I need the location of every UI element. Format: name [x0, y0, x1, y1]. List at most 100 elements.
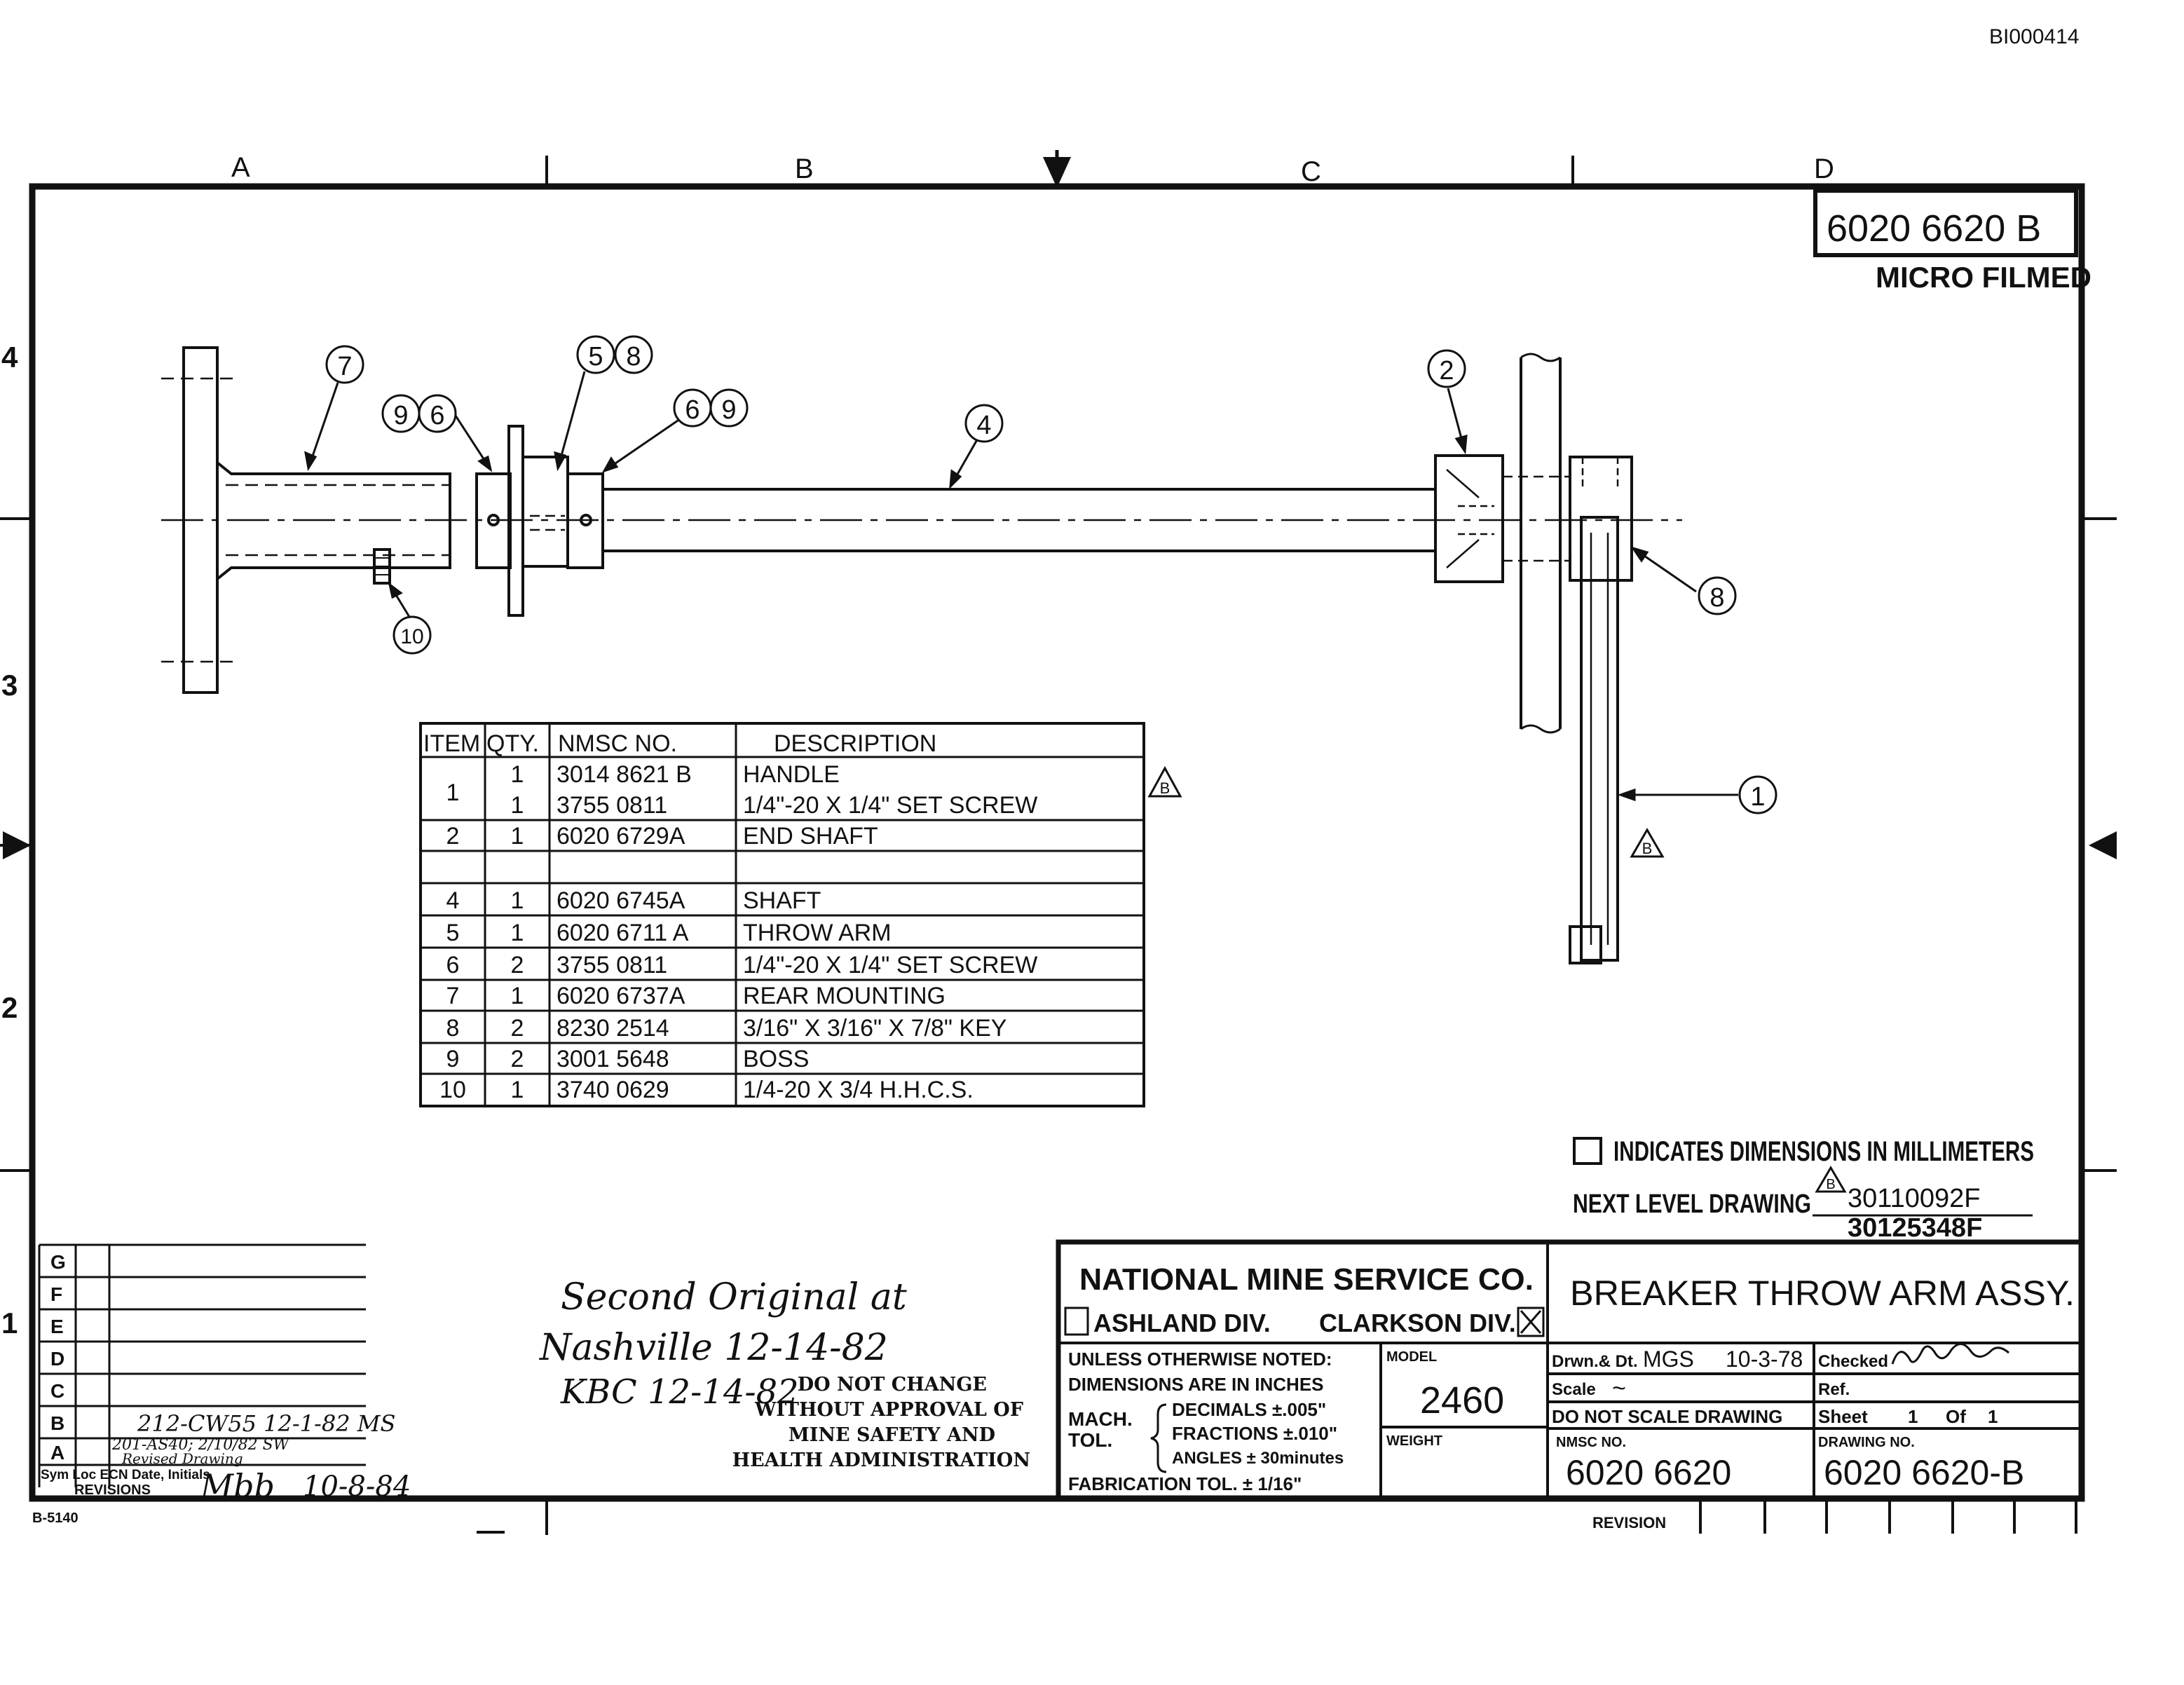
center-arrow-left-icon: [3, 831, 31, 859]
rev-triangle-icon: B: [1815, 1166, 1847, 1193]
unless-noted: UNLESS OTHERWISE NOTED:: [1068, 1349, 1332, 1370]
tol-label: TOL.: [1068, 1429, 1112, 1451]
form-number: B-5140: [32, 1510, 79, 1526]
dims-in-inches: DIMENSIONS ARE IN INCHES: [1068, 1374, 1324, 1395]
bom-cell-desc: 1/4-20 X 3/4 H.H.C.S.: [743, 1077, 974, 1103]
center-arrow-right-icon: [2089, 831, 2117, 859]
callout-9-left: 9: [381, 394, 421, 433]
rev-b-entry: 212-CW55 12-1-82 MS: [137, 1410, 395, 1437]
svg-text:4: 4: [976, 411, 991, 440]
angles-tol: ANGLES ± 30minutes: [1172, 1449, 1344, 1468]
bom-cell-item: 2: [446, 823, 460, 850]
sheet-number: 1: [1908, 1406, 1918, 1427]
document-id: BI000414: [1989, 25, 2079, 48]
callout-leaders: [304, 371, 1738, 802]
bom-cell-desc: 3/16" X 3/16" X 7/8" KEY: [743, 1015, 1006, 1042]
rev-letter-a: A: [50, 1442, 64, 1464]
zone-row-3: 3: [1, 669, 18, 702]
mm-note: INDICATES DIMENSIONS IN MILLIMETERS: [1613, 1136, 2034, 1167]
of-label: Of: [1946, 1406, 1966, 1427]
bom-header-nmsc: NMSC NO.: [558, 730, 677, 757]
callout-9-right: 9: [709, 388, 749, 428]
sheet-label: Sheet: [1818, 1406, 1868, 1427]
svg-text:6: 6: [685, 395, 699, 425]
bom-cell-qty: 1: [511, 983, 524, 1009]
clarkson-checkbox-checked-icon: [1517, 1307, 1545, 1337]
rev-date: 10-8-84: [303, 1471, 411, 1503]
bom-header-desc: DESCRIPTION: [774, 730, 936, 757]
svg-text:Second Original at: Second Original at: [561, 1276, 907, 1318]
rev-triangle-icon: B: [1147, 765, 1182, 798]
rev-initials: Mbb: [200, 1467, 275, 1505]
revision-block: G F E D C B A 212-CW55 12-1-82 MS 201-AS…: [38, 1243, 411, 1505]
bom-cell-desc: REAR MOUNTING: [743, 983, 946, 1009]
bom-cell-desc: 1/4"-20 X 1/4" SET SCREW: [743, 792, 1037, 819]
svg-text:Nashville 12-14-82: Nashville 12-14-82: [538, 1327, 888, 1369]
zone-col-b: B: [795, 154, 814, 184]
callout-4: 4: [964, 404, 1004, 443]
bom-cell-desc: THROW ARM: [743, 920, 892, 946]
drawn-label: Drwn.& Dt.: [1552, 1352, 1638, 1371]
bom-cell-no: 6020 6711 A: [557, 920, 689, 946]
svg-text:6: 6: [430, 401, 444, 430]
stamp-number: 6020 6620 B: [1827, 207, 2041, 250]
bom-cell-qty: 2: [511, 952, 524, 978]
bom-cell-no: 6020 6745A: [557, 887, 685, 914]
rev-a-entry: 201-AS40; 2/10/82 SW: [111, 1436, 291, 1454]
msha-approval-note: DO NOT CHANGE WITHOUT APPROVAL OF MINE S…: [732, 1374, 1030, 1471]
bom-cell-desc: HANDLE: [743, 761, 840, 788]
handwritten-note: Second Original at Nashville 12-14-82 KB…: [538, 1276, 907, 1412]
bom-cell-desc: END SHAFT: [743, 823, 878, 850]
title-block: NATIONAL MINE SERVICE CO. ASHLAND DIV. C…: [1056, 1239, 2084, 1501]
bom-cell-item: 8: [446, 1015, 460, 1042]
bom-cell-item: 4: [446, 887, 460, 914]
svg-text:5: 5: [588, 342, 603, 371]
bom-cell-no: 3755 0811: [557, 952, 667, 978]
callout-8-right: 8: [1698, 576, 1737, 615]
bom-cell-item: 9: [446, 1046, 460, 1072]
bom-cell-qty: 1: [511, 1077, 524, 1103]
svg-text:9: 9: [393, 401, 408, 430]
svg-text:KBC 12-14-82: KBC 12-14-82: [560, 1372, 799, 1412]
callout-8-top: 8: [614, 335, 653, 374]
zone-row-4: 4: [1, 341, 18, 374]
next-level-label: NEXT LEVEL DRAWING: [1573, 1189, 1811, 1219]
revision-strip-ticks: [1699, 1499, 2077, 1534]
svg-text:8: 8: [1709, 583, 1724, 613]
rev-header: Sym Loc ECN Date, Initials: [41, 1468, 210, 1482]
nmsc-number: 6020 6620: [1566, 1453, 1731, 1492]
bom-cell-no: 3755 0811: [557, 792, 667, 819]
svg-text:DO NOT CHANGE: DO NOT CHANGE: [798, 1374, 987, 1396]
stamp-box: [1813, 189, 2078, 257]
svg-text:1: 1: [1750, 782, 1765, 812]
weight-label: WEIGHT: [1386, 1433, 1442, 1449]
callout-2: 2: [1427, 349, 1466, 388]
svg-text:8: 8: [626, 342, 641, 371]
bom-cell-item: 7: [446, 983, 460, 1009]
callout-6-left: 6: [418, 394, 457, 433]
svg-text:MINE SAFETY AND: MINE SAFETY AND: [789, 1424, 995, 1446]
rev-a-entry-2: Revised Drawing: [121, 1450, 243, 1467]
checked-label: Checked: [1818, 1352, 1888, 1371]
bom-cell-no: 8230 2514: [557, 1015, 669, 1042]
callout-1: 1: [1738, 775, 1777, 814]
zone-row-1: 1: [1, 1307, 18, 1339]
bom-cell-qty: 1: [511, 887, 524, 914]
zone-col-a: A: [231, 152, 250, 183]
bom-cell-item: 10: [439, 1077, 466, 1103]
rev-letter-g: G: [50, 1251, 66, 1273]
svg-text:7: 7: [337, 352, 352, 381]
drawing-no-label: DRAWING NO.: [1818, 1435, 1915, 1450]
svg-text:B: B: [1160, 779, 1171, 797]
brace-icon: [1150, 1403, 1167, 1473]
ashland-div: ASHLAND DIV.: [1093, 1309, 1271, 1337]
clarkson-div: CLARKSON DIV.: [1319, 1309, 1516, 1337]
mach-label: MACH.: [1068, 1408, 1133, 1430]
bom-cell-desc: 1/4"-20 X 1/4" SET SCREW: [743, 952, 1037, 978]
svg-text:B: B: [1826, 1177, 1835, 1192]
callout-5: 5: [576, 335, 615, 374]
bom-header-qty: QTY.: [486, 730, 539, 757]
bom-cell-no: 6020 6729A: [557, 823, 685, 850]
bom-cell-no: 3014 8621 B: [557, 761, 692, 788]
bom-cell-desc: BOSS: [743, 1046, 809, 1072]
